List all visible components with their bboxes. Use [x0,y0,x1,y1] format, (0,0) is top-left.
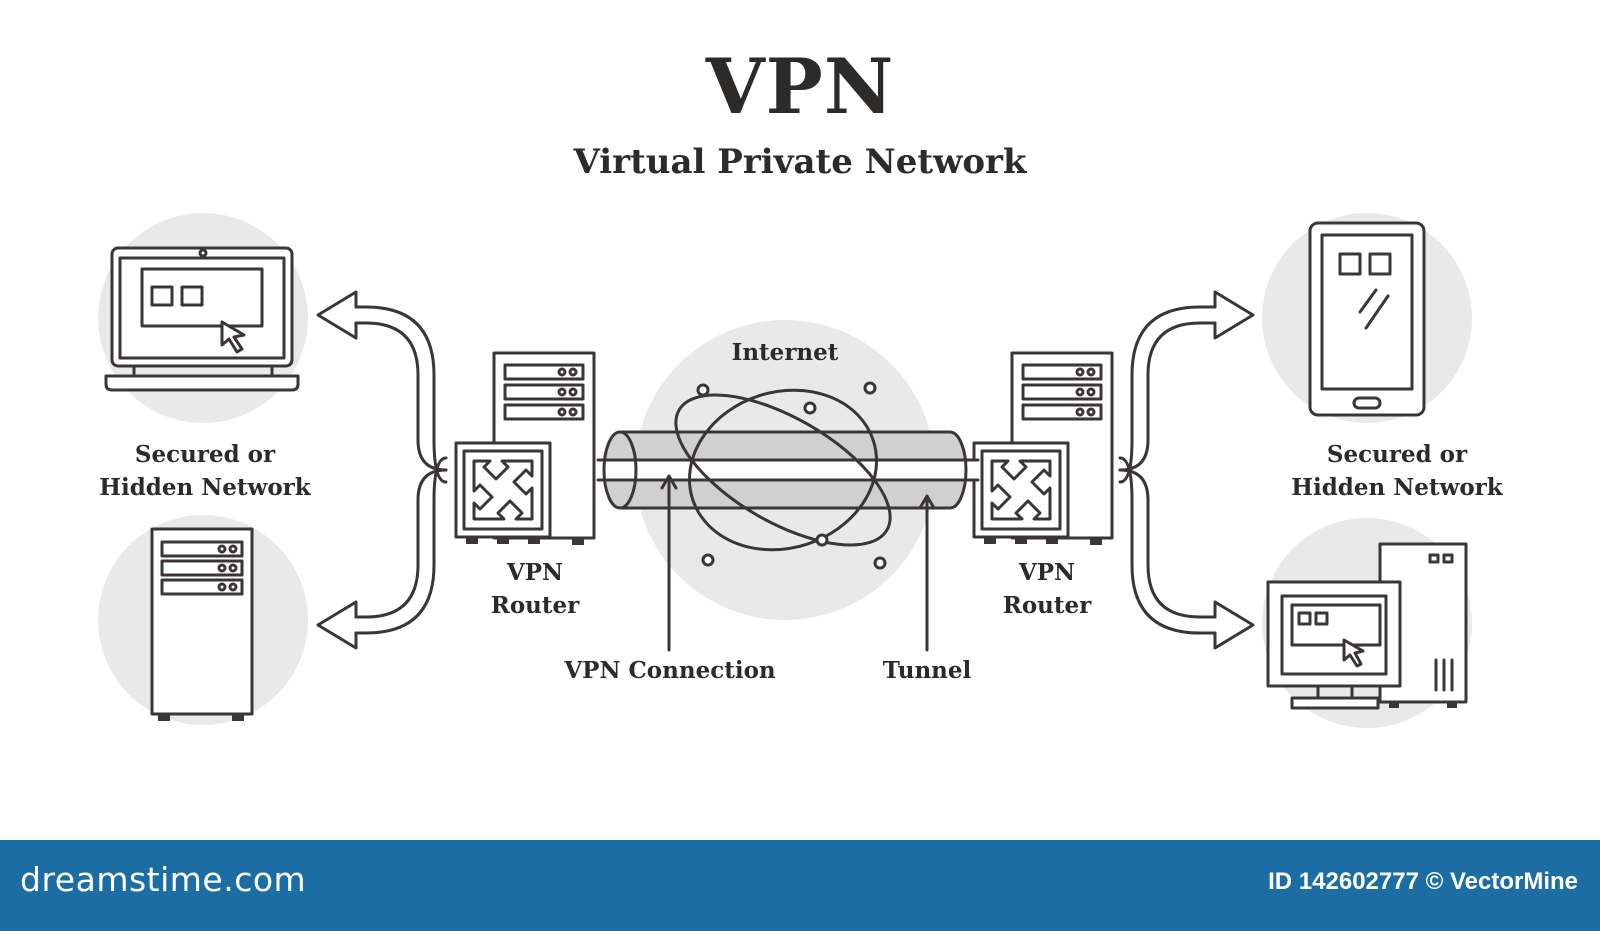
desktop-computer-icon [1266,542,1468,710]
right-vpn-router-icon [972,351,1114,545]
left-router-label: VPN Router [470,556,600,622]
left-vpn-router-icon [454,351,596,545]
vpn-diagram: VPN Virtual Private Network Internet Sec… [60,42,1542,728]
right-network-label: Secured or Hidden Network [1252,438,1542,504]
tablet-icon [1308,221,1426,417]
footer-bar: dreamstime.com ID 142602777 © VectorMine [0,840,1600,931]
diagram-canvas [98,213,1472,728]
left-router-label-line2: Router [490,592,580,619]
left-network-label-line1: Secured or [134,441,276,468]
laptop-icon [104,246,300,392]
internet-label: Internet [731,339,839,366]
internet-orbits-icon [674,381,892,570]
footer-credit: ID 142602777 © VectorMine [1268,868,1578,895]
left-network-label-line2: Hidden Network [99,474,311,501]
vpn-connection-label: VPN Connection [564,657,776,684]
footer-brand[interactable]: dreamstime.com [20,860,307,899]
right-branch-arrow [1118,290,1255,650]
server-tower-icon [150,527,254,721]
right-router-label-line2: Router [1002,592,1092,619]
right-network-label-line2: Hidden Network [1291,474,1503,501]
vpn-connection-pointer [660,474,678,652]
left-router-label-line1: VPN [506,559,564,586]
right-network-label-line1: Secured or [1326,441,1468,468]
tunnel-pointer [918,494,936,652]
left-branch-arrow [316,290,448,650]
diagram-title: VPN [705,42,895,131]
right-router-label-line1: VPN [1018,559,1076,586]
tunnel-label: Tunnel [882,657,972,684]
vpn-tunnel-pipe [596,430,980,510]
diagram-subtitle: Virtual Private Network [573,142,1027,182]
left-network-label: Secured or Hidden Network [60,438,350,504]
right-router-label: VPN Router [982,556,1112,622]
